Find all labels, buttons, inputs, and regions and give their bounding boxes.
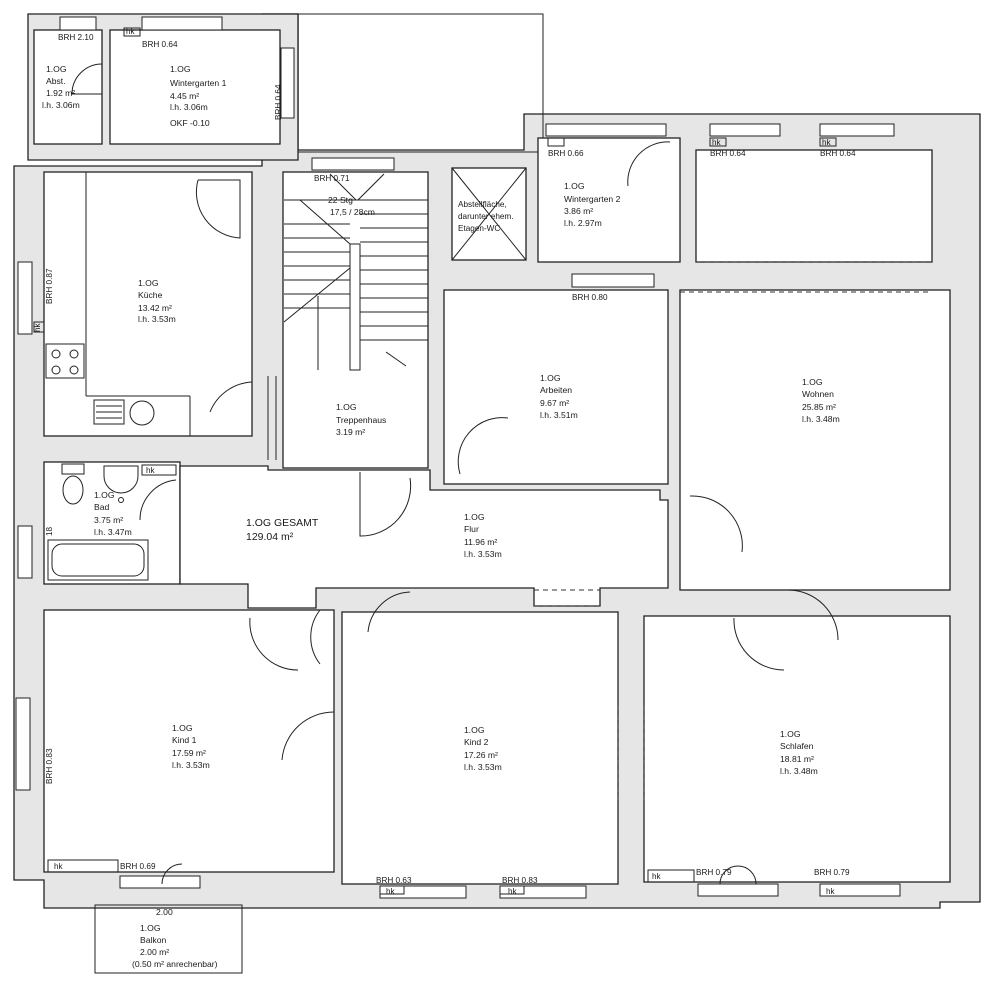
room-abst-label: 1.OG Abst. 1.92 m² l.h. 3.06m xyxy=(42,64,80,110)
room-wintergarten2-label: 1.OG Wintergarten 2 3.86 m² l.h. 2.97m xyxy=(564,181,623,228)
brh-label: BRH 0.79 xyxy=(814,868,850,877)
hk-label: hk xyxy=(826,887,836,896)
bath-fixtures xyxy=(47,463,177,581)
hk-label: hk xyxy=(822,138,832,147)
brh-label: BRH 0.64 xyxy=(820,149,856,158)
room-wohnen xyxy=(679,289,951,591)
room-abst xyxy=(33,29,103,145)
brh-label: BRH 0.87 xyxy=(45,268,54,304)
brh-label: BRH 2.10 xyxy=(58,33,94,42)
room-abstellflaeche-label: Abstellfläche, darunter ehem. Etagen-WC xyxy=(458,200,516,233)
windows xyxy=(15,16,901,899)
room-bad xyxy=(43,461,181,585)
annex-outline xyxy=(297,13,544,153)
brh-label: BRH 0.80 xyxy=(572,293,608,302)
stairs-label: 22 Stg 17,5 / 28cm xyxy=(328,195,375,217)
balkon-dimension: 2.00 xyxy=(156,907,173,917)
room-flur xyxy=(179,465,669,609)
storage-cross xyxy=(451,167,527,261)
room-treppenhaus-label: 1.OG Treppenhaus 3.19 m² xyxy=(336,402,389,437)
room-wintergarten1-label: 1.OG Wintergarten 1 4.45 m² l.h. 3.06m O… xyxy=(170,64,229,128)
brh-label: BRH 0.83 xyxy=(502,876,538,885)
kitchen-fixtures xyxy=(33,172,191,436)
room-wohnen-label: 1.OG Wohnen 25.85 m² l.h. 3.48m xyxy=(802,377,840,424)
staircase xyxy=(267,173,428,460)
brh-label: BRH 0.69 xyxy=(120,862,156,871)
hk-label: hk xyxy=(508,887,518,896)
room-kueche-label: 1.OG Küche 13.42 m² l.h. 3.53m xyxy=(138,278,176,324)
hk-label: hk xyxy=(54,862,64,871)
hk-label: hk xyxy=(652,872,662,881)
room-schlafen-label: 1.OG Schlafen 18.81 m² l.h. 3.48m xyxy=(780,729,818,776)
room-labels: 1.OG Abst. 1.92 m² l.h. 3.06m 1.OG Winte… xyxy=(42,64,840,969)
room-kind2-label: 1.OG Kind 2 17.26 m² l.h. 3.53m xyxy=(464,725,502,772)
brh-label: BRH 0.64 xyxy=(710,149,746,158)
balkon-outline xyxy=(94,904,243,974)
hk-label: hk xyxy=(146,466,156,475)
rooms xyxy=(33,29,951,885)
brh-label: BRH 0.64 xyxy=(142,40,178,49)
room-kind1 xyxy=(43,609,335,873)
room-wintergarten2 xyxy=(537,137,681,263)
room-schlafen xyxy=(643,615,951,883)
hk-label: hk xyxy=(33,322,42,332)
dashed-lines xyxy=(534,261,932,800)
room-kind1-label: 1.OG Kind 1 17.59 m² l.h. 3.53m xyxy=(172,723,210,770)
brh-label: BRH 0.64 xyxy=(274,84,283,120)
brh-label: BRH 0.79 xyxy=(696,868,732,877)
brh-label: BRH 0.71 xyxy=(314,174,350,183)
room-balkon-label: 1.OG Balkon 2.00 m² (0.50 m² anrechenbar… xyxy=(132,923,218,969)
window-labels: BRH 2.10 BRH 0.64 hk BRH 0.64 BRH 0.71 B… xyxy=(33,27,856,896)
brh-label: 18 xyxy=(45,526,54,536)
radiators xyxy=(47,27,837,895)
room-kind2 xyxy=(341,611,619,885)
brh-label: BRH 0.83 xyxy=(45,748,54,784)
room-wohnen-upper xyxy=(695,149,933,263)
room-arbeiten xyxy=(443,289,669,485)
hk-label: hk xyxy=(126,27,136,36)
room-treppenhaus xyxy=(282,171,429,469)
brh-label: BRH 0.63 xyxy=(376,876,412,885)
hk-label: hk xyxy=(386,887,396,896)
hk-label: hk xyxy=(712,138,722,147)
summary-label: 1.OG GESAMT 129.04 m² xyxy=(246,517,321,543)
room-flur-label: 1.OG Flur 11.96 m² l.h. 3.53m xyxy=(464,512,502,559)
room-arbeiten-label: 1.OG Arbeiten 9.67 m² l.h. 3.51m xyxy=(540,373,578,420)
door-swings xyxy=(71,63,839,885)
room-bad-label: 1.OG Bad 3.75 m² l.h. 3.47m xyxy=(94,490,132,537)
room-wintergarten1 xyxy=(109,29,281,145)
brh-label: BRH 0.66 xyxy=(548,149,584,158)
room-kueche xyxy=(43,171,253,437)
